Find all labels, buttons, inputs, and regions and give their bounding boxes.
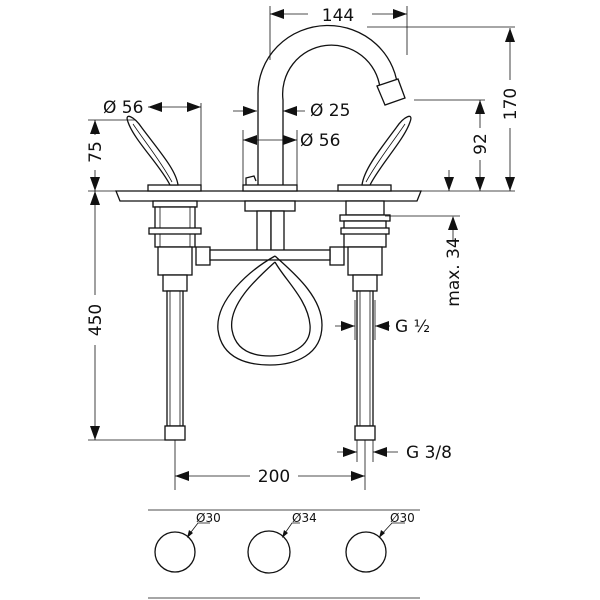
right-valve — [329, 200, 391, 292]
dim-spout-diameter: Ø 25 — [310, 101, 350, 121]
hole-right — [345, 531, 387, 573]
dim-spout-height: 92 — [471, 133, 491, 155]
left-handle — [126, 115, 179, 186]
hole-center — [247, 530, 291, 574]
dim-hole-center: Ø34 — [292, 511, 317, 525]
dim-handle-height: 75 — [86, 141, 106, 163]
right-supply-hose — [354, 290, 376, 441]
dim-hole-right: Ø30 — [390, 511, 415, 525]
spout-base — [242, 184, 298, 192]
dim-hose-length: 450 — [86, 304, 106, 336]
dimension-lines — [88, 6, 515, 490]
dim-valve-spacing: 200 — [258, 467, 290, 487]
dim-max-deck-thickness: max. 34 — [444, 237, 464, 306]
hole-left — [154, 531, 196, 573]
deck-plate — [115, 190, 422, 202]
dim-inlet-thread: G ½ — [395, 317, 430, 337]
right-handle — [361, 115, 412, 186]
dim-hole-left: Ø30 — [196, 511, 221, 525]
spout — [257, 24, 406, 185]
dim-spout-reach: 144 — [322, 6, 354, 26]
pop-up-lever — [245, 175, 257, 185]
hole-layout — [148, 509, 420, 599]
left-valve — [148, 200, 211, 292]
center-stem — [209, 200, 331, 261]
dim-connection-thread: G 3/8 — [406, 443, 452, 463]
right-handle-base — [337, 184, 392, 192]
dim-handle-base-diameter: Ø 56 — [103, 98, 143, 118]
left-supply-hose — [164, 290, 186, 441]
left-handle-base — [147, 184, 202, 192]
dim-spout-base-diameter: Ø 56 — [300, 131, 340, 151]
dim-total-height: 170 — [501, 88, 521, 120]
hose-loop — [217, 255, 323, 366]
